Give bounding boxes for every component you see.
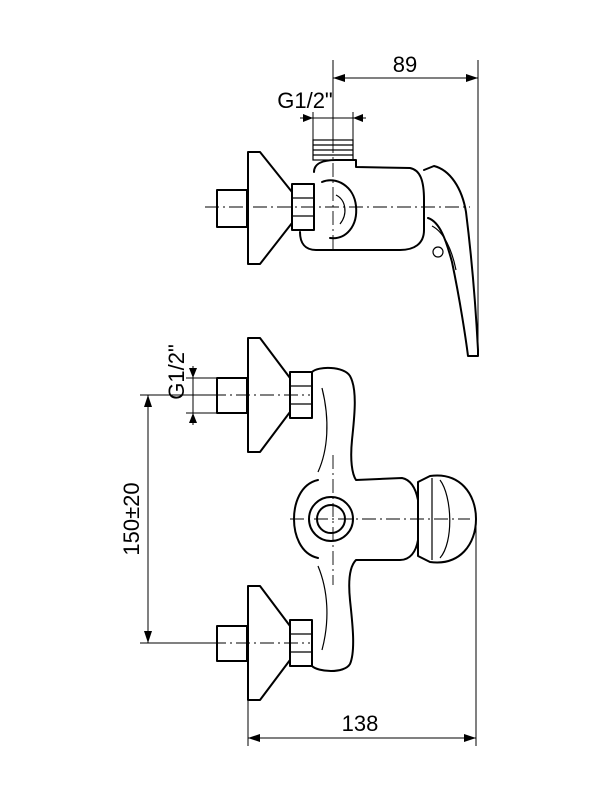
- side-lever-handle: [423, 165, 479, 357]
- side-hex-nut: [291, 183, 315, 231]
- front-height-label: 150±20: [119, 482, 144, 555]
- side-lever-pin: [432, 246, 444, 258]
- side-body-cavity: [321, 179, 358, 240]
- side-width-label: 89: [393, 52, 417, 77]
- front-width-label: 138: [342, 711, 379, 736]
- front-lower-hex-nut: [289, 619, 313, 667]
- side-wall-pipe: [216, 189, 248, 228]
- side-thread-label: G1/2": [277, 88, 333, 113]
- front-cartridge-cap: [417, 474, 477, 564]
- front-diverter-inner: [316, 504, 346, 534]
- front-upper-hex-nut: [289, 371, 313, 419]
- front-body: [311, 366, 419, 672]
- front-thread-label: G1/2": [164, 344, 189, 400]
- side-escutcheon: [247, 151, 293, 265]
- front-lower-inlet-pipe: [216, 625, 248, 662]
- front-view: 150±20 G1/2" 138: [119, 337, 477, 746]
- front-upper-inlet-pipe: [216, 377, 248, 414]
- front-diverter-boss: [293, 479, 319, 559]
- side-view: 89 G1/2": [205, 52, 479, 357]
- front-diverter-outer: [308, 496, 354, 542]
- side-body: [299, 159, 425, 251]
